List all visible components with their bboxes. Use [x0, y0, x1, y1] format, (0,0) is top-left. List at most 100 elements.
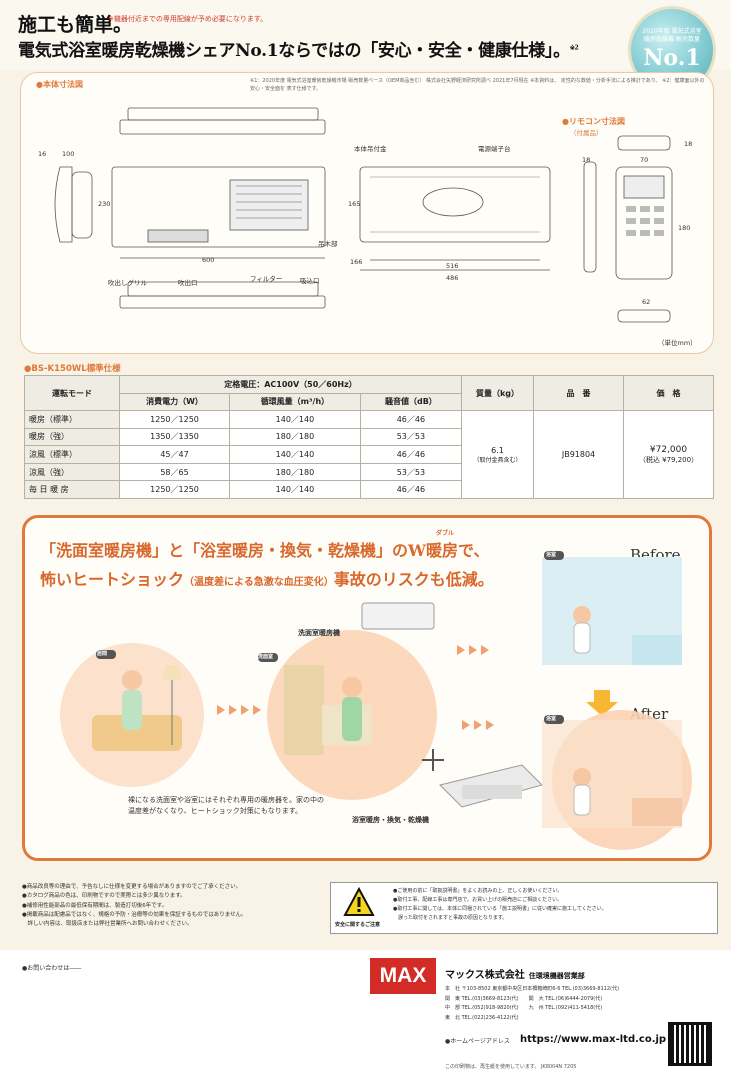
homepage-link[interactable]: https://www.max-ltd.co.jp — [520, 1034, 667, 1045]
label-inlet: 吸込口 — [300, 277, 320, 285]
merit-caption: 裸になる洗面室や浴室にはそれぞれ専用の暖房器を。家の中の温度差がなくなり、ヒート… — [128, 796, 324, 816]
col-airflow: 循環風量（m³/h） — [229, 392, 361, 412]
note-line: ●商品改良等の理由で、予告なしに仕様を変更する場合がありますのでご了承ください。 — [22, 884, 242, 890]
cell-power: 1250／1250 — [118, 480, 231, 499]
label-bath-heater: 浴室暖房・換気・乾燥機 — [352, 816, 429, 824]
spec-table: 運転モード 定格電圧：AC100V（50／60Hz） 質量（kg） 品 番 価 … — [24, 374, 714, 499]
tag-bath-after: 浴室 — [546, 716, 557, 722]
merit-line2-b: （温度差による急激な血圧変化） — [184, 577, 334, 588]
safety-line: ●取付工事に関しては、本体に同梱されている「施工説明書」に従い確実に施工してくだ… — [393, 906, 607, 912]
spec-title: ●BS-K150WL標準仕様 — [24, 364, 121, 374]
dim-16: 16 — [38, 150, 47, 158]
header: 施工も簡単。 ※機器付近までの専用配線が予め必要になります。 電気式浴室暖房乾燥… — [0, 0, 731, 70]
safety-line: ●取付工事、配線工事は専門店で。お買い上げの販売店にご相談ください。 — [393, 897, 563, 903]
dimension-panel — [20, 72, 714, 354]
safety-label: 安全に関するご注意 — [335, 922, 381, 928]
table-row: 毎 日 暖 房 1250／1250 140／140 46／46 — [24, 480, 714, 499]
address-block: 本 社 〒103-8502 東京都中央区日本橋箱崎町6-6 TEL.(03)36… — [445, 985, 720, 1023]
dim-166: 166 — [350, 258, 363, 266]
cell-mode: 毎 日 暖 房 — [24, 480, 120, 499]
remote-subtitle: （付属品） — [570, 129, 603, 137]
company-division: 住環境機器営業部 — [528, 972, 585, 980]
label-grille: 吹出しグリル — [108, 279, 147, 287]
tag-bath-before: 浴室 — [546, 552, 557, 558]
header-title-note: ※機器付近までの専用配線が予め必要になります。 — [108, 15, 268, 23]
warning-icon — [343, 887, 375, 916]
max-logo: MAX — [370, 958, 436, 994]
dim-486: 486 — [446, 274, 459, 282]
dim-r70: 70 — [640, 156, 649, 164]
dim-r62: 62 — [642, 298, 651, 306]
cell-mode: 涼風（標準） — [24, 445, 120, 464]
cell-noise: 46／46 — [359, 410, 463, 429]
address-line: 関 東 TEL.(03)3669-8123(代) 関 大 TEL.(06)644… — [445, 995, 603, 1002]
dim-r18: 18 — [582, 156, 591, 164]
col-mass: 質量（kg） — [461, 374, 534, 412]
cell-power: 1350／1350 — [118, 427, 231, 447]
merit-illustration — [60, 551, 692, 850]
dim-600: 600 — [202, 256, 215, 264]
note-line: 詳しい内容は、取扱店または弊社営業所へお問い合わせください。 — [22, 921, 193, 928]
tag-wash: 洗面室 — [258, 654, 274, 660]
label-hanger: 吊木部 — [318, 240, 338, 248]
dimension-title: ●本体寸法図 — [36, 80, 83, 89]
contact-label: ●お問い合わせは―― — [22, 965, 82, 972]
safety-line: 誤った取付をされますと事故の原因となります。 — [393, 915, 508, 921]
merit-line1: 「洗面室暖房機」と「浴室暖房・換気・乾燥機」のW暖房で、 ダブル — [40, 530, 490, 561]
address-line: 中 部 TEL.(052)918-9820(代) 九 州 TEL.(092)41… — [445, 1005, 603, 1011]
cell-airflow: 140／140 — [229, 445, 361, 464]
rated-voltage: 定格電圧：AC100V（50／60Hz） — [119, 375, 462, 394]
dim-r18b: 18 — [684, 140, 693, 148]
cell-airflow: 140／140 — [229, 410, 361, 429]
label-terminal: 電源端子台 — [478, 145, 511, 153]
headline-text: 電気式浴室暖房乾燥機シェアNo.1ならではの「安心・安全・健康仕様」。 — [18, 41, 570, 61]
cell-power: 1250／1250 — [118, 410, 231, 429]
dimension-drawing — [54, 107, 673, 323]
qr-code-icon — [668, 1022, 712, 1066]
merit-ruby: ダブル — [436, 530, 455, 537]
safety-box: 安全に関するご注意 ●ご使用の前に「取扱説明書」をよくお読みの上、正しくお使いく… — [330, 882, 718, 934]
safety-line: ●ご使用の前に「取扱説明書」をよくお読みの上、正しくお使いください。 — [393, 888, 563, 894]
dim-r180: 180 — [678, 224, 691, 232]
label-outlet: 吹出口 — [178, 279, 198, 287]
cell-noise: 53／53 — [359, 427, 463, 447]
col-noise: 騒音値（dB） — [359, 392, 463, 412]
dim-100: 100 — [62, 150, 75, 158]
mass-value: 6.1 — [491, 445, 504, 455]
cell-price: ¥72,000 （税込 ¥79,200） — [623, 410, 714, 499]
merit-line2: 怖いヒートショック（温度差による急激な血圧変化）事故のリスクも低減。 — [40, 566, 494, 590]
col-price: 価 格 — [623, 374, 714, 412]
address-line: 本 社 〒103-8502 東京都中央区日本橋箱崎町6-6 TEL.(03)36… — [445, 986, 620, 992]
cell-noise: 46／46 — [359, 480, 463, 499]
price-value: ¥72,000 — [649, 444, 688, 455]
merit-line1-text: 「洗面室暖房機」と「浴室暖房・換気・乾燥機」のW暖房で、 — [40, 541, 490, 560]
cell-mode: 涼風（強） — [24, 462, 120, 482]
tag-living: 居間 — [97, 651, 108, 657]
cell-airflow: 180／180 — [229, 427, 361, 447]
notes-left: ●商品改良等の理由で、予告なしに仕様を変更する場合がありますのでご了承ください。… — [22, 883, 327, 930]
price-tax: （税込 ¥79,200） — [638, 455, 699, 464]
label-filter: フィルター — [250, 275, 283, 283]
merit-line2-c: 事故のリスクも低減。 — [333, 570, 494, 589]
badge-text: 2020年度 電気式浴室暖房乾燥機 販売数量 — [642, 27, 702, 43]
company-name: マックス株式会社住環境機器営業部 — [445, 966, 585, 981]
unit-label: （単位mm） — [658, 339, 697, 347]
label-mount: 本体吊付金 — [354, 145, 387, 153]
label-washroom-heater: 洗面室暖房機 — [298, 629, 340, 637]
cell-power: 58／65 — [118, 462, 231, 482]
remote-title: ●リモコン寸法図 — [562, 117, 625, 126]
dim-165: 165 — [348, 200, 361, 208]
cell-airflow: 180／180 — [229, 462, 361, 482]
col-part: 品 番 — [533, 374, 624, 412]
footer — [0, 950, 731, 1080]
merit-line2-a: 怖いヒートショック — [40, 570, 185, 589]
badge-main: No.1 — [643, 44, 701, 71]
note-line: ●カタログ商品の色は、印刷物ですので実際とは多少異なります。 — [22, 893, 186, 900]
cell-power: 45／47 — [118, 445, 231, 464]
company-text: マックス株式会社 — [445, 970, 525, 981]
cell-part: JB91804 — [533, 410, 624, 499]
cell-noise: 46／46 — [359, 445, 463, 464]
table-row: 涼風（標準） 45／47 140／140 46／46 — [24, 445, 714, 464]
dim-230: 230 — [98, 200, 111, 208]
cell-mode: 暖房（標準） — [24, 410, 120, 429]
